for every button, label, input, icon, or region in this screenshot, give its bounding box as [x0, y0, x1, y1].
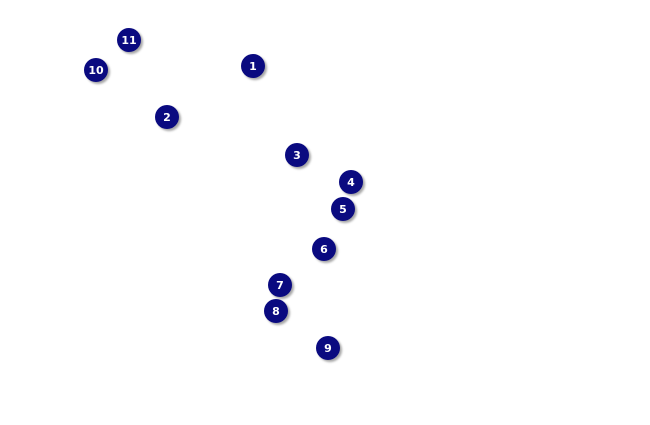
marker-label: 9 — [324, 341, 332, 355]
marker-label: 3 — [293, 148, 301, 162]
marker-label: 7 — [276, 278, 284, 292]
marker-5[interactable]: 5 — [331, 197, 355, 221]
marker-label: 10 — [88, 63, 104, 77]
marker-4[interactable]: 4 — [339, 170, 363, 194]
marker-label: 5 — [339, 202, 347, 216]
marker-label: 2 — [163, 110, 171, 124]
marker-8[interactable]: 8 — [264, 299, 288, 323]
marker-label: 1 — [249, 59, 257, 73]
marker-label: 4 — [347, 175, 355, 189]
marker-1[interactable]: 1 — [241, 54, 265, 78]
marker-3[interactable]: 3 — [285, 143, 309, 167]
marker-6[interactable]: 6 — [312, 237, 336, 261]
marker-10[interactable]: 10 — [84, 58, 108, 82]
marker-label: 8 — [272, 304, 280, 318]
marker-11[interactable]: 11 — [117, 28, 141, 52]
marker-9[interactable]: 9 — [316, 336, 340, 360]
marker-7[interactable]: 7 — [268, 273, 292, 297]
marker-label: 11 — [121, 33, 137, 47]
marker-label: 6 — [320, 242, 328, 256]
marker-2[interactable]: 2 — [155, 105, 179, 129]
